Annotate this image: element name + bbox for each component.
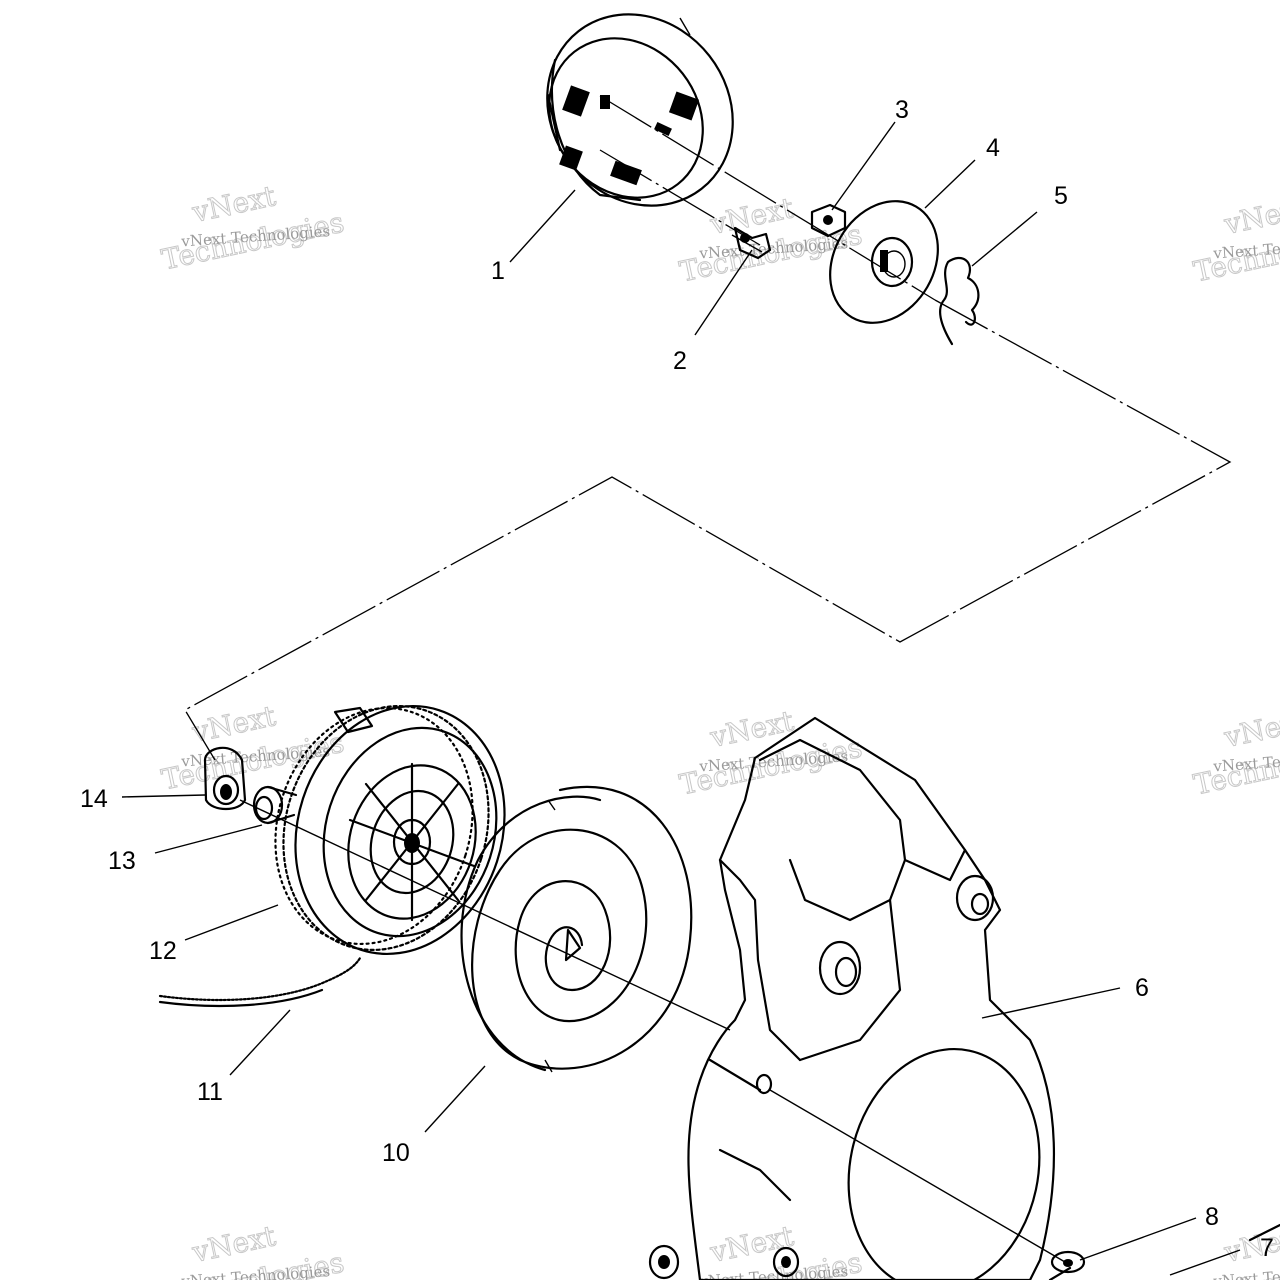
watermark-6: vNext Technologies vNext Technologies: [1190, 704, 1280, 802]
part-pawl: [731, 226, 772, 260]
leader-13: [154, 824, 263, 854]
callout-5: 5: [1054, 182, 1068, 210]
callout-11: 11: [197, 1078, 223, 1106]
callout-14: 14: [80, 785, 108, 813]
part-nut: [810, 203, 847, 238]
part-recoil-spring: [460, 785, 693, 1073]
leader-2: [694, 249, 753, 336]
phantom-assembly-line: [184, 299, 1232, 761]
leader-6: [981, 987, 1121, 1019]
leader-8: [1079, 1217, 1197, 1261]
part-washer: [203, 746, 247, 811]
svg-text:vNext: vNext: [1221, 704, 1280, 754]
part-spring-clip: [939, 256, 980, 346]
leader-12: [184, 904, 279, 941]
watermark-4: vNext Technologies vNext Technologies: [158, 699, 347, 797]
part-ratchet-plate: [829, 200, 939, 324]
watermark-3: vNext Technologies vNext Technologies: [1190, 191, 1280, 289]
callout-2: 2: [673, 347, 687, 375]
callout-10: 10: [382, 1139, 410, 1167]
leader-5: [971, 211, 1038, 267]
part-bushing: [252, 785, 298, 825]
leader-10: [424, 1065, 486, 1133]
callout-6: 6: [1135, 974, 1149, 1002]
leader-3: [831, 121, 896, 211]
watermark-7: vNext Technologies vNext Technologies: [158, 1219, 347, 1280]
part-starter-cup: [546, 13, 734, 207]
watermark-1: vNext Technologies vNext Technologies: [158, 179, 347, 277]
callout-labels: 1 2 3 4 5 6 7 8 10 11 12 13 14: [80, 96, 1274, 1262]
callout-8: 8: [1205, 1203, 1219, 1231]
leader-4: [924, 159, 976, 209]
callout-13: 13: [108, 847, 136, 875]
axis-housing-bolt: [769, 1089, 1066, 1263]
leader-7: [1169, 1249, 1241, 1276]
part-reel: [274, 704, 506, 956]
leader-lines: [121, 121, 1241, 1276]
part-bolt-washer: [648, 1223, 1280, 1280]
leader-1: [509, 189, 576, 263]
axis-reel: [239, 799, 731, 1031]
leader-14: [121, 794, 206, 798]
callout-1: 1: [491, 257, 505, 285]
part-starter-housing: [687, 716, 1056, 1280]
callout-4: 4: [986, 134, 1000, 162]
watermark-layer: vNext Technologies vNext Technologies vN…: [158, 179, 1280, 1280]
part-rope: [158, 956, 362, 1008]
callout-12: 12: [149, 937, 177, 965]
leader-11: [229, 1009, 291, 1076]
svg-text:vNext: vNext: [1221, 191, 1280, 241]
watermark-5: vNext Technologies vNext Technologies: [676, 704, 865, 802]
callout-7: 7: [1260, 1234, 1274, 1262]
callout-3: 3: [895, 96, 909, 124]
